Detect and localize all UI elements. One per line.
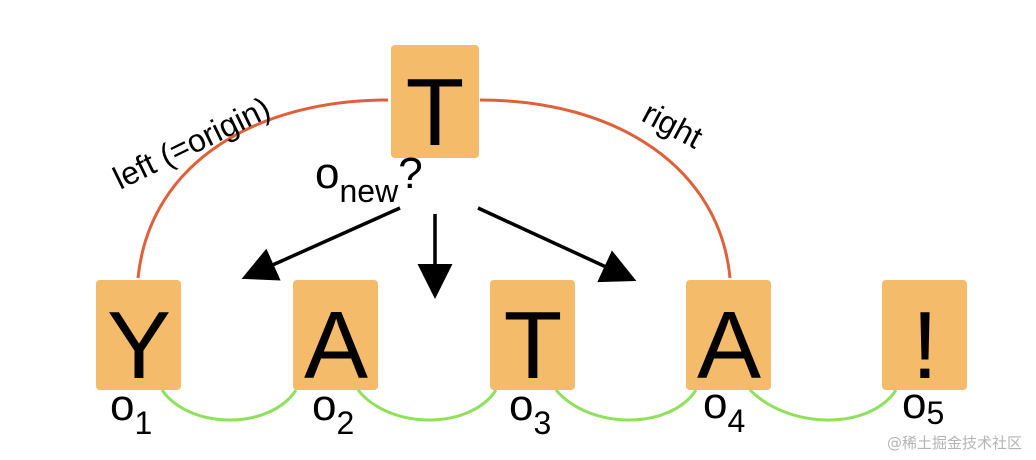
inserted-origin-suffix: ? <box>398 149 422 198</box>
sequence-tile-char: A <box>304 292 368 399</box>
left-origin-arc <box>136 98 389 279</box>
sequence-tile-char: ! <box>912 292 939 399</box>
inserted-origin-label: onew? <box>315 149 423 209</box>
origin-sub: 5 <box>926 395 944 431</box>
sequence-link-2-3 <box>356 389 498 422</box>
origin-base: o <box>703 379 727 428</box>
origin-sub: 1 <box>134 405 152 441</box>
right-origin-arc <box>479 98 732 279</box>
sequence-origin-label: o1 <box>110 381 152 441</box>
sequence-origin-labels: o1 o2 o3 o4 o5 <box>110 379 944 441</box>
origin-base: o <box>902 379 926 428</box>
sequence-link-3-4 <box>554 389 698 422</box>
sequence-tile: ! <box>882 280 967 399</box>
sequence-tile: A <box>686 280 771 399</box>
sequence-tile-background <box>686 280 771 390</box>
sequence-tile-background <box>293 280 378 390</box>
sequence-tile-background <box>490 280 575 390</box>
sequence-tile: T <box>490 280 575 399</box>
arrow-left <box>241 206 401 281</box>
sequence-tile-background <box>96 280 181 390</box>
inserted-tile-char: T <box>406 59 465 166</box>
right-label: right <box>637 94 709 155</box>
left-origin-label: left (=origin) <box>107 89 275 196</box>
inserted-origin-base: o <box>315 149 339 198</box>
sequence-tile-char: A <box>697 292 761 399</box>
sequence-tile: A <box>293 280 378 399</box>
sequence-tiles: Y A T A ! <box>96 280 967 399</box>
origin-base: o <box>509 381 533 430</box>
watermark-text: @稀土掘金技术社区 <box>887 434 1022 452</box>
inserted-tile: T <box>391 45 479 166</box>
sequence-origin-label: o3 <box>509 381 551 441</box>
origin-sub: 2 <box>336 405 354 441</box>
sequence-tile: Y <box>96 280 181 399</box>
inserted-origin-sub: new <box>339 173 399 209</box>
origin-base: o <box>110 381 134 430</box>
sequence-origin-label: o4 <box>703 379 745 439</box>
sequence-tile-background <box>882 280 967 390</box>
sequence-link-1-2 <box>160 389 298 422</box>
sequence-origin-label: o5 <box>902 379 944 431</box>
sequence-links <box>160 388 898 422</box>
origin-base: o <box>312 381 336 430</box>
inserted-tile-background <box>391 45 479 158</box>
sequence-tile-char: Y <box>107 292 171 399</box>
sequence-tile-char: T <box>504 292 563 399</box>
origin-sub: 3 <box>533 405 551 441</box>
origin-sub: 4 <box>727 403 745 439</box>
sequence-link-4-5 <box>748 388 898 422</box>
arrow-right <box>477 206 637 283</box>
sequence-origin-label: o2 <box>312 381 354 441</box>
